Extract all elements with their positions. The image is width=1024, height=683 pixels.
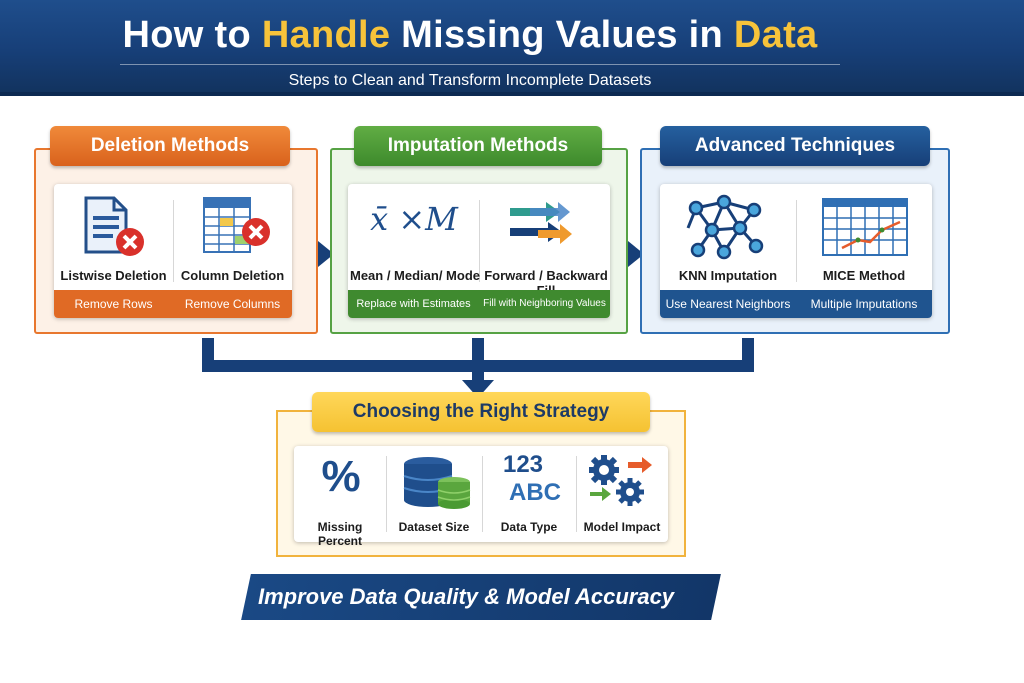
footer-remove-rows: Remove Rows — [74, 297, 153, 311]
card-divider — [173, 200, 174, 282]
item-label-dataset-size: Dataset Size — [398, 520, 470, 534]
deletion-panel-title: Deletion Methods — [50, 126, 290, 166]
footer-use-nearest-neighbors: Use Nearest Neighbors — [665, 297, 791, 311]
item-label-column: Column Deletion — [180, 268, 285, 283]
arrow-deletion-to-imputation-icon-2 — [318, 241, 334, 267]
bottom-banner-text: Improve Data Quality & Model Accuracy — [257, 584, 675, 609]
item-label-missing-percent: Missing Percent — [317, 520, 363, 548]
card-divider — [386, 456, 387, 532]
document-delete-icon — [80, 196, 144, 258]
card-divider — [576, 456, 577, 532]
strategy-card: % 123 ABC — [294, 446, 668, 548]
item-label-knn-imputation: KNN Imputation — [678, 268, 778, 283]
title-highlight-handle: Handle — [261, 14, 391, 56]
card-divider — [479, 200, 480, 282]
network-icon — [684, 194, 766, 260]
deletion-card: Listwise Deletion Column Deletion Remove… — [54, 184, 292, 318]
footer-remove-columns: Remove Columns — [184, 297, 281, 311]
page-title: How to Handle Missing Values in Data — [0, 14, 940, 57]
header-banner: How to Handle Missing Values in Data Ste… — [0, 0, 1024, 96]
subtitle-divider — [120, 64, 840, 65]
gears-icon — [588, 454, 654, 510]
imputation-card-footer: Replace with Estimates Fill with Neighbo… — [348, 290, 610, 318]
database-icon — [402, 456, 472, 512]
arrow-imputation-to-advanced-icon-2 — [628, 241, 644, 267]
footer-fill-with-neighboring-values: Fill with Neighboring Values — [483, 298, 606, 309]
strategy-panel-title: Choosing the Right Strategy — [312, 392, 650, 432]
fill-arrows-icon — [508, 200, 574, 250]
footer-replace-with-estimates: Replace with Estimates — [356, 298, 471, 310]
percent-icon: % — [321, 452, 361, 501]
advanced-card-footer: Use Nearest Neighbors Multiple Imputatio… — [660, 290, 932, 318]
item-label-mice-method: MICE Method — [822, 268, 906, 283]
card-divider — [796, 200, 797, 282]
title-part-3: Missing Values in — [390, 14, 734, 56]
item-label-mean-median-mode: Mean / Median/ Mode — [349, 268, 480, 283]
page-subtitle: Steps to Clean and Transform Incomplete … — [288, 72, 652, 89]
deletion-card-footer: Remove Rows Remove Columns — [54, 290, 292, 318]
data-type-icon: 123 ABC — [492, 452, 568, 512]
imputation-card: x̄ ×M Mean / Median/ Mode Forward / Back… — [348, 184, 610, 318]
imputation-panel-title: Imputation Methods — [354, 126, 602, 166]
advanced-card: KNN Imputation MICE Method Use Nearest N… — [660, 184, 932, 318]
mean-symbol-icon: x̄ ×M — [370, 200, 458, 238]
chart-grid-icon — [822, 198, 908, 256]
item-label-model-impact: Model Impact — [583, 520, 661, 534]
footer-multiple-imputations: Multiple Imputations — [810, 297, 918, 311]
merge-arrow-head-icon — [462, 380, 494, 398]
data-type-letters: ABC — [509, 479, 561, 506]
advanced-panel-title: Advanced Techniques — [660, 126, 930, 166]
title-highlight-data: Data — [733, 14, 818, 56]
item-label-data-type: Data Type — [500, 520, 558, 534]
merge-connector — [202, 338, 754, 384]
title-part-1: How to — [122, 14, 262, 56]
item-label-listwise: Listwise Deletion — [60, 268, 167, 283]
data-type-numbers: 123 — [502, 451, 544, 478]
card-divider — [482, 456, 483, 532]
table-delete-icon — [202, 196, 272, 258]
